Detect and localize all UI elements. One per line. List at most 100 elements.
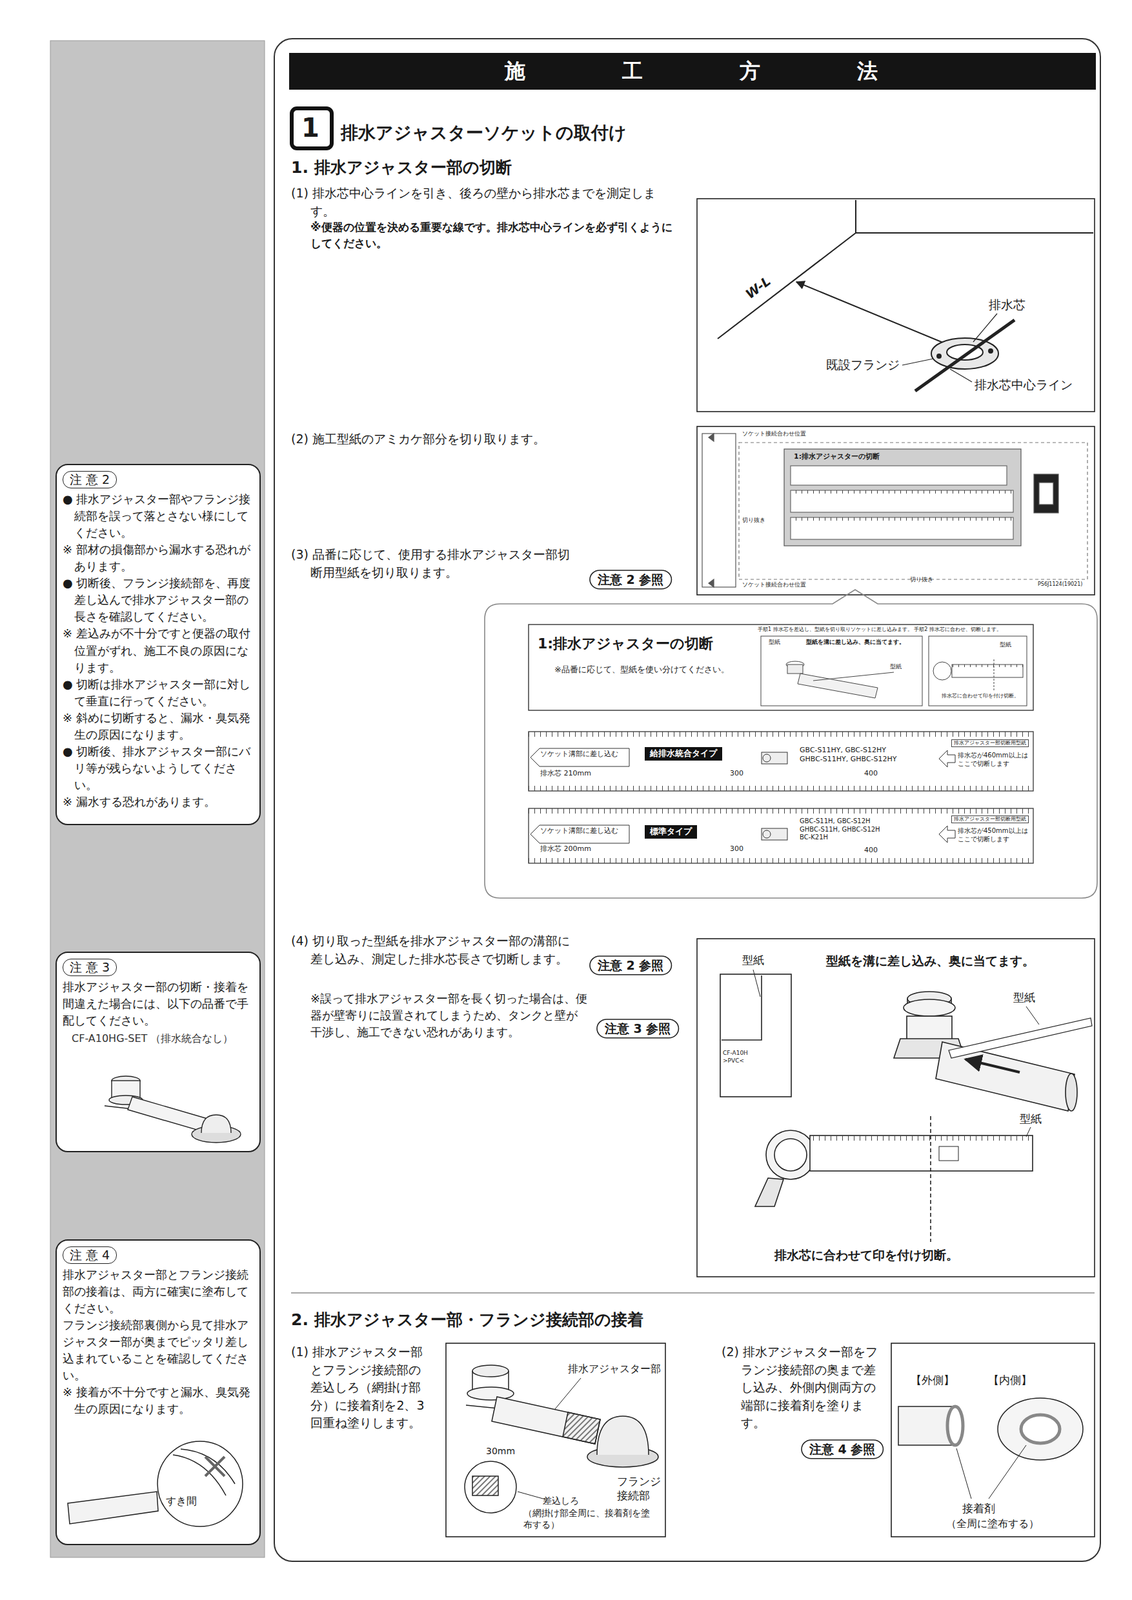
room-corner-drawing [950,369,972,383]
figure-panel: 排水アジャスター部30mmフランジ 接続部差込しろ（網掛け部全周に、接着剤を塗布… [445,1343,666,1538]
box-outline [644,825,698,839]
mini-figure-drawing [928,636,1027,707]
caution-ref-tag: 注意 3 参照 [596,1019,679,1039]
room-corner-drawing [855,200,857,233]
title-band: 施工方法 [289,52,1096,90]
template-sheet-drawing [790,490,1014,513]
part-label: 排水アジャスター部 [567,1363,661,1377]
instruction-note: ※誤って排水アジャスター部を長く切った場合は、便器が壁寄りに設置されてしまうため… [310,990,588,1042]
replacement-part-drawing [127,1097,210,1133]
room-corner-drawing [717,232,856,339]
section-divider [291,1292,1095,1294]
box-outline [56,1240,261,1546]
type-tag: 標準タイプ [644,825,698,839]
box-outline [528,808,1034,864]
part-label: 排水芯に合わせて印を付け切断。 [774,1247,959,1264]
box-text: 注意 4 参照 [809,1441,876,1458]
instruction-text: (2) 排水アジャスター部をフランジ接続部の奥まで差し込み、外側内側両方の端部に… [721,1343,887,1433]
template-sheet-drawing [702,433,1088,588]
gap-detail-drawing [172,1455,226,1496]
template-text: 排水アジャスター部切断用型紙 [951,815,1029,824]
strip-ruler-drawing [530,825,630,844]
strip-ruler-drawing [528,731,1034,738]
socket-template-drawing [1026,1127,1031,1138]
template-text: ソケット接続合わせ位置 [742,430,807,439]
socket-template-drawing [809,1135,1033,1172]
caution-note: 注 意 3排水アジャスター部の切断・接着を間違えた場合には、以下の品番で手配して… [56,952,261,1153]
box-text: 1 [291,112,330,144]
note-text: 排水アジャスター部の切断・接着を間違えた場合には、以下の品番で手配してください。 [62,979,254,1030]
socket-template-drawing [721,975,762,1041]
gap-detail-drawing [205,1457,225,1477]
part-label: W-L [742,272,774,303]
box-outline [801,1440,883,1460]
part-label: CF-A10H >PVC< [722,1050,769,1065]
adhesive-ends-drawing [898,1398,1083,1500]
template-text: GBC-S11H, GBC-S12H GHBC-S11H, GHBC-S12H … [799,817,887,843]
note-text: 排水アジャスター部とフランジ接続部の接着は、両方に確実に塗布してください。 [62,1266,254,1318]
adhesive-drawing [562,1412,601,1445]
strip-ruler-drawing [528,808,1034,814]
note-text: ● 切断後、排水アジャスター部にバリ等が残らないようしてください。 [62,743,254,794]
figure-panel: W-L排水芯既設フランジ排水芯中心ライン [697,198,1095,412]
instruction-text: (2) 施工型紙のアミカケ部分を切り取ります。 [291,430,679,449]
gap-detail-drawing [205,1457,225,1477]
adhesive-drawing [472,1476,499,1496]
socket-template-drawing [906,1016,952,1040]
gap-detail-drawing [67,1492,159,1525]
template-sheet-drawing [708,579,714,588]
template-sheet-drawing [1033,474,1059,514]
part-label: （全周に塗布する） [946,1517,1050,1532]
template-sheet-drawing [784,449,1021,546]
adhesive-ends-drawing [956,1448,972,1500]
template-sheet-drawing [708,433,714,442]
socket-template-drawing [948,1018,1092,1059]
adhesive-drawing [555,1378,581,1410]
adhesive-ends-drawing [947,1406,963,1446]
room-corner-drawing [937,354,941,359]
part-label: 型紙 [742,953,765,968]
instruction-text: (4) 切り取った型紙を排水アジャスター部の溝部に差し込み、測定した排水芯長さで… [291,932,582,969]
box-outline [589,956,672,976]
note-text: フランジ接続部裏側から見て排水アジャスター部が奥までピッタリ差し込まれていること… [62,1317,254,1385]
template-text: 型紙 [889,663,902,672]
strip-ruler-drawing [528,731,1034,864]
template-text: 排水芯 200mm [540,844,592,854]
template-sheet: ソケット接続合わせ位置1:排水アジャスターの切断切り抜き切り抜きソケット接続合わ… [697,426,1095,596]
adhesive-ends-drawing [997,1398,1083,1461]
note-text: ※ 斜めに切断すると、漏水・臭気発生の原因になります。 [62,709,254,744]
cutting-template-strip: ソケット溝部に差し込む排水芯 210mm300GBC-S11HY, GBC-S1… [528,731,1034,792]
subsection-heading: 1. 排水アジャスター部の切断 [291,157,512,179]
caution-ref-tag: 注意 2 参照 [589,570,672,590]
template-text: 排水アジャスター部切断用型紙 [951,739,1029,748]
template-instruction-box: 1:排水アジャスターの切断※品番に応じて、型紙を使い分けてください。手順1 排水… [528,624,1034,711]
instruction-note: ※便器の位置を決める重要な線です。排水芯中心ラインを必ず引くようにしてください。 [310,219,679,252]
room-corner-drawing [988,349,993,354]
part-label: 排水芯 [988,296,1026,314]
room-corner-drawing [796,282,954,348]
gap-detail-drawing [157,1441,243,1527]
box-outline [289,52,1096,90]
strip-ruler-drawing [761,828,788,841]
adhesive-drawing [464,1461,517,1514]
box-outline [697,939,1095,1278]
template-text: PS6J1124(19021) [1037,581,1083,588]
part-label: 30mm [485,1445,516,1458]
sidebar-panel [50,40,265,1558]
template-text: 排水芯に合わせて印を付け切断。 [941,693,1020,700]
section-heading: 排水アジャスターソケットの取付け [340,121,627,144]
note-heading: 注 意 2 [62,471,117,489]
part-label: 接着剤 [962,1501,996,1517]
mini-figure-drawing [760,636,1027,707]
mini-figure-drawing [760,636,923,707]
figure-panel: 型紙型紙を溝に差し込み、奥に当てます。型紙CF-A10H >PVC<型紙排水芯に… [697,939,1095,1278]
socket-template-drawing [766,1130,816,1180]
socket-template-drawing [753,970,761,998]
box-outline [56,464,261,825]
template-text: 400 [864,846,878,856]
socket-template-drawing [1026,1006,1040,1025]
template-sheet-drawing [790,517,1014,521]
box-outline [697,198,1095,412]
socket-template-drawing [720,970,1092,1243]
note-text: CF-A10HG-SET （排水統合なし） [71,1031,254,1047]
